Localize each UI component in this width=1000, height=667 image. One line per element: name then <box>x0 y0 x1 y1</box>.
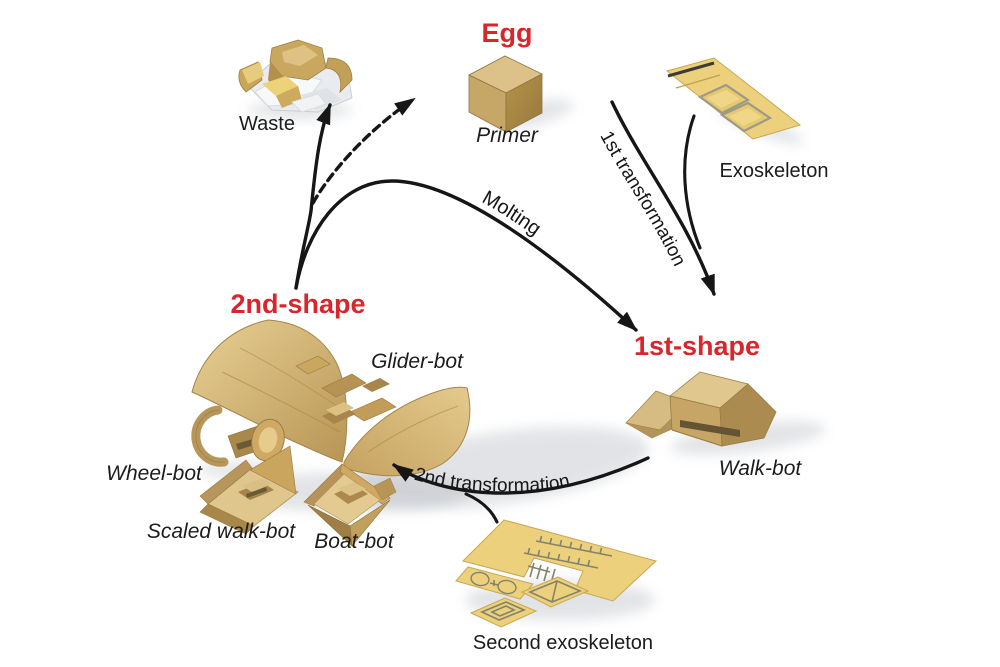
boat-bot-illustration <box>303 463 397 547</box>
molting-arrow <box>294 179 638 332</box>
primer-caption: Primer <box>476 124 539 147</box>
second-exoskeleton-caption: Second exoskeleton <box>473 632 653 654</box>
egg-title: Egg <box>482 18 533 48</box>
waste-caption: Waste <box>239 113 295 135</box>
first-transformation-label: 1st transformation <box>595 128 689 270</box>
first-shape-title: 1st-shape <box>634 331 760 361</box>
exoskeleton-branch-line <box>683 114 702 250</box>
scaled-walk-bot-caption: Scaled walk-bot <box>147 520 296 543</box>
glider-bot-illustration <box>191 319 471 477</box>
exoskeleton-illustration <box>665 57 802 140</box>
waste-arrow <box>294 103 332 290</box>
first-transformation-arrow <box>610 100 716 296</box>
wheel-bot-caption: Wheel-bot <box>106 462 203 485</box>
waste-illustration <box>238 39 353 113</box>
exoskeleton-caption: Exoskeleton <box>720 160 829 182</box>
walk-bot-illustration <box>625 371 777 447</box>
second-shape-title: 2nd-shape <box>230 289 365 319</box>
wheel-bot-illustration <box>191 405 285 467</box>
second-transformation-arrow <box>392 456 650 495</box>
scaled-walk-bot-illustration <box>199 445 299 535</box>
second-exoskeleton-illustration <box>455 519 658 628</box>
second-exoskeleton-branch-line <box>464 492 499 524</box>
boat-bot-caption: Boat-bot <box>314 530 395 553</box>
walk-bot-caption: Walk-bot <box>719 457 803 480</box>
arrows <box>294 97 716 524</box>
dashed-recycle-arrow <box>311 97 416 205</box>
glider-bot-caption: Glider-bot <box>371 350 464 373</box>
egg-primer-illustration <box>468 55 543 133</box>
